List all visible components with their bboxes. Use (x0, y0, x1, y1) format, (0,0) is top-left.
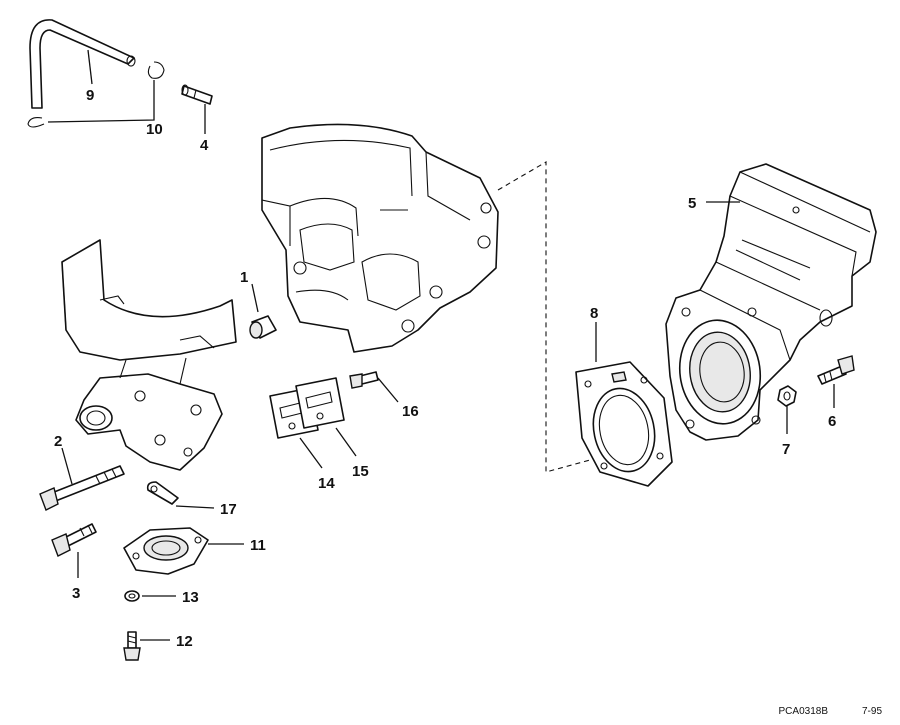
crankcase-main (261, 123, 499, 353)
part-9-hose (29, 19, 136, 109)
callout-5: 5 (688, 195, 696, 212)
callout-16: 16 (402, 403, 419, 420)
part-1-bushing (249, 315, 277, 339)
callout-17: 17 (220, 501, 237, 518)
part-2-long-bolt (39, 465, 125, 511)
callout-3: 3 (72, 585, 80, 602)
part-17-tab (146, 481, 179, 505)
callout-13: 13 (182, 589, 199, 606)
callout-2: 2 (54, 433, 62, 450)
part-6-bolt (817, 355, 855, 385)
part-12-screw (123, 631, 141, 661)
part-3-short-bolt (51, 523, 97, 557)
callout-12: 12 (176, 633, 193, 650)
callout-8: 8 (590, 305, 598, 322)
part-4-fitting (181, 84, 213, 105)
part-8-gasket (575, 361, 673, 487)
callout-10: 10 (146, 121, 163, 138)
lower-housing (61, 239, 237, 471)
drawing-code: PCA0318B (778, 706, 828, 717)
callout-9: 9 (86, 87, 94, 104)
callout-15: 15 (352, 463, 369, 480)
callout-4: 4 (200, 137, 209, 154)
callout-7: 7 (782, 441, 790, 458)
part-13-washer (124, 590, 140, 602)
drawing-date: 7-95 (861, 706, 882, 717)
callout-11: 11 (250, 537, 266, 554)
part-16-screw (349, 371, 379, 389)
callout-14: 14 (318, 475, 335, 492)
part-11-cover (123, 527, 209, 575)
callout-1: 1 (240, 269, 248, 286)
part-5-exhaust-housing (665, 163, 877, 441)
part-10-clamps (27, 61, 165, 128)
part-15-gasket (295, 377, 345, 429)
callout-6: 6 (828, 413, 836, 430)
alignment-line (497, 161, 591, 473)
part-7-nut (777, 385, 797, 407)
